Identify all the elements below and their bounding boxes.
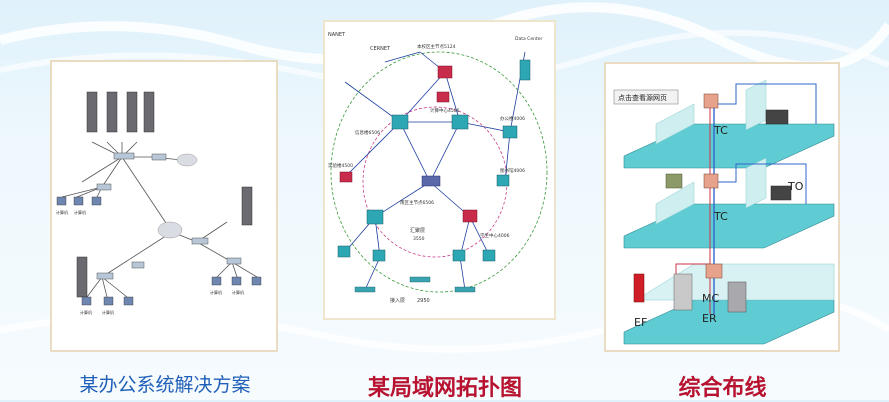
label-ef: EF: [634, 316, 647, 329]
node-hq-switch: 本校区主节点5124: [417, 43, 456, 50]
pc-label-5: 计算机: [210, 289, 222, 295]
layer-access-model: 2950: [417, 298, 430, 304]
node-teaching: 实验楼4500: [328, 162, 353, 169]
pc-label-2: 计算机: [74, 209, 86, 215]
caption-lan-topology: 某局域网拓扑图: [367, 376, 522, 401]
lan-topology-panel: NANET CERNET 本校区主节点5124 Data Center 计算中心…: [323, 20, 556, 320]
office-network-diagram: 计算机 计算机 计算机 计算机 计算机 计算机: [56, 91, 262, 315]
tc-mid-device: [703, 173, 719, 189]
node-core: 计算中心4506: [430, 107, 460, 114]
node-dorm: 学生中心4006: [480, 232, 510, 239]
mc-patch-device: [705, 263, 723, 279]
ef-device: [633, 273, 645, 303]
node-info: 信息楼6506: [355, 129, 380, 136]
layer-agg: 汇聚层: [410, 227, 425, 234]
lan-topology-diagram: NANET CERNET 本校区主节点5124 Data Center 计算中心…: [328, 32, 548, 304]
layer-agg-model: 3550: [413, 236, 425, 242]
node-library: 图书馆4006: [500, 167, 525, 174]
layer-access: 接入层: [390, 297, 405, 304]
pc-label-4: 计算机: [102, 309, 114, 315]
cabling-diagram: 点击查看源网页 TC TC TO EF MC ER: [613, 79, 835, 345]
office-network-panel: 计算机 计算机 计算机 计算机 计算机 计算机: [50, 60, 278, 352]
node-data-center: Data Center: [515, 36, 542, 42]
label-er: ER: [702, 312, 717, 325]
node-cernet: CERNET: [370, 46, 391, 52]
node-nanet: NANET: [328, 32, 346, 38]
mc-rack: [673, 273, 693, 311]
label-tc-top: TC: [713, 124, 728, 137]
label-tc-mid: TC: [713, 210, 728, 223]
pc-label-6: 计算机: [232, 289, 244, 295]
er-rack: [727, 281, 747, 313]
tc-top-device: [703, 93, 719, 109]
pc-label-1: 计算机: [56, 209, 68, 215]
phone-icon: [665, 173, 683, 189]
caption-office-solution: 某办公系统解决方案: [79, 374, 251, 396]
pc-top-icon: [765, 109, 789, 125]
cabling-panel: 点击查看源网页 TC TC TO EF MC ER: [604, 62, 840, 352]
pc-label-3: 计算机: [80, 309, 92, 315]
tooltip-text[interactable]: 点击查看源网页: [618, 93, 667, 102]
label-to: TO: [787, 180, 804, 193]
label-mc: MC: [702, 292, 719, 305]
node-office: 办公楼4006: [500, 115, 525, 122]
pc-mid-icon: [770, 185, 792, 201]
node-south: 南区主节点6506: [400, 199, 434, 206]
tooltip-box: [613, 89, 679, 105]
caption-cabling: 综合布线: [678, 376, 767, 401]
